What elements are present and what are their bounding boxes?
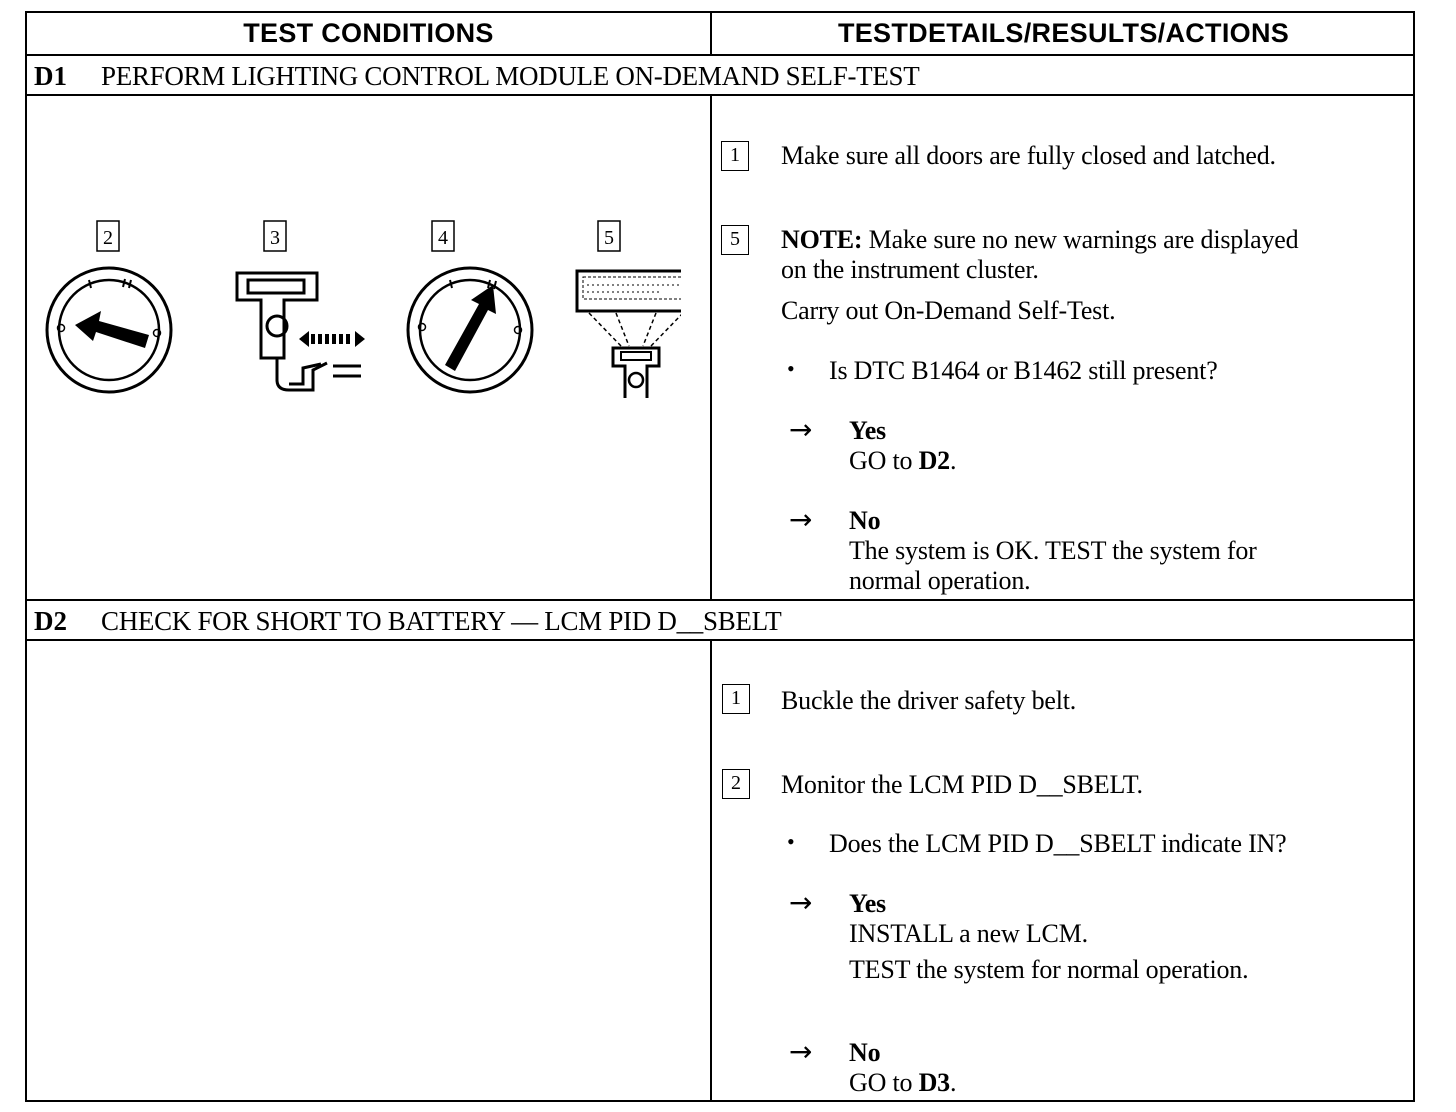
d2-no-arrow-icon: → — [789, 1035, 813, 1068]
d1-yes-arrow-icon: → — [789, 413, 813, 446]
header-test-details: TESTDETAILS/RESULTS/ACTIONS — [837, 18, 1290, 48]
d2-yes-line2: TEST the system for normal operation. — [849, 955, 1249, 984]
d1-step-1-text: Make sure all doors are fully closed and… — [781, 141, 1276, 170]
d1-step-5-text: Carry out On-Demand Self-Test. — [781, 296, 1116, 325]
d2-step-2-box: 2 — [722, 769, 750, 799]
d2-no-label: No — [849, 1038, 881, 1067]
d1-no-line1: The system is OK. TEST the system for — [849, 536, 1257, 565]
d2-no-ref: D3 — [918, 1068, 951, 1097]
d2-yes-label: Yes — [849, 889, 886, 918]
scan-tool-display-icon — [575, 269, 681, 398]
d1-yes-suffix: . — [949, 446, 957, 475]
d1-column-divider — [710, 96, 712, 601]
d1-step-1-box: 1 — [721, 141, 749, 171]
d1-step-5-note-line2: on the instrument cluster. — [781, 255, 1039, 284]
self-test-illustration: 2 3 4 5 — [45, 220, 681, 398]
table-header: TEST CONDITIONS TESTDETAILS/RESULTS/ACTI… — [27, 13, 1413, 56]
d1-yes-action: GO to D2. — [849, 445, 956, 476]
section-d2-id: D2 — [34, 606, 67, 636]
ignition-off-icon — [45, 266, 173, 394]
d2-yes-line1: INSTALL a new LCM. — [849, 919, 1088, 948]
header-test-conditions: TEST CONDITIONS — [27, 13, 712, 54]
illus-label-5: 5 — [604, 227, 614, 249]
d2-question: Does the LCM PID D__SBELT indicate IN? — [829, 829, 1287, 858]
illus-label-2: 2 — [103, 227, 113, 249]
scan-tool-connector-icon — [235, 271, 365, 392]
diagnostic-table: TEST CONDITIONS TESTDETAILS/RESULTS/ACTI… — [25, 11, 1415, 1102]
section-d2-title-row: D2 CHECK FOR SHORT TO BATTERY — LCM PID … — [27, 601, 1413, 641]
d2-no-prefix: GO to — [849, 1068, 919, 1097]
d2-question-bullet: • — [787, 829, 795, 854]
section-d2-title: CHECK FOR SHORT TO BATTERY — LCM PID D__… — [101, 606, 782, 636]
note-text-line1: Make sure no new warnings are displayed — [868, 225, 1299, 254]
ignition-run-icon — [406, 266, 534, 394]
d2-no-suffix: . — [949, 1068, 957, 1097]
d1-yes-ref: D2 — [918, 446, 951, 475]
d2-column-divider — [710, 641, 712, 1102]
d2-step-1-box: 1 — [722, 684, 750, 714]
d2-no-action: GO to D3. — [849, 1067, 956, 1098]
d1-yes-label: Yes — [849, 416, 886, 445]
d1-question-bullet: • — [787, 356, 795, 381]
d1-step-5-note: NOTE: Make sure no new warnings are disp… — [781, 224, 1299, 255]
section-d1-title-row: D1 PERFORM LIGHTING CONTROL MODULE ON-DE… — [27, 56, 1413, 96]
d1-no-label: No — [849, 506, 881, 535]
d1-no-line2: normal operation. — [849, 566, 1031, 595]
note-label: NOTE: — [781, 225, 863, 254]
illus-label-3: 3 — [270, 227, 280, 249]
illus-label-4: 4 — [438, 227, 448, 249]
d1-no-arrow-icon: → — [789, 503, 813, 536]
d2-step-2-text: Monitor the LCM PID D__SBELT. — [781, 770, 1143, 799]
d1-step-5-box: 5 — [721, 225, 749, 255]
d2-step-1-text: Buckle the driver safety belt. — [781, 686, 1077, 715]
d1-question: Is DTC B1464 or B1462 still present? — [829, 356, 1218, 385]
d1-d2-separator — [27, 599, 1413, 601]
d2-yes-arrow-icon: → — [789, 886, 813, 919]
section-d1-title: PERFORM LIGHTING CONTROL MODULE ON-DEMAN… — [101, 61, 920, 91]
d1-yes-prefix: GO to — [849, 446, 919, 475]
section-d1-id: D1 — [34, 61, 67, 91]
